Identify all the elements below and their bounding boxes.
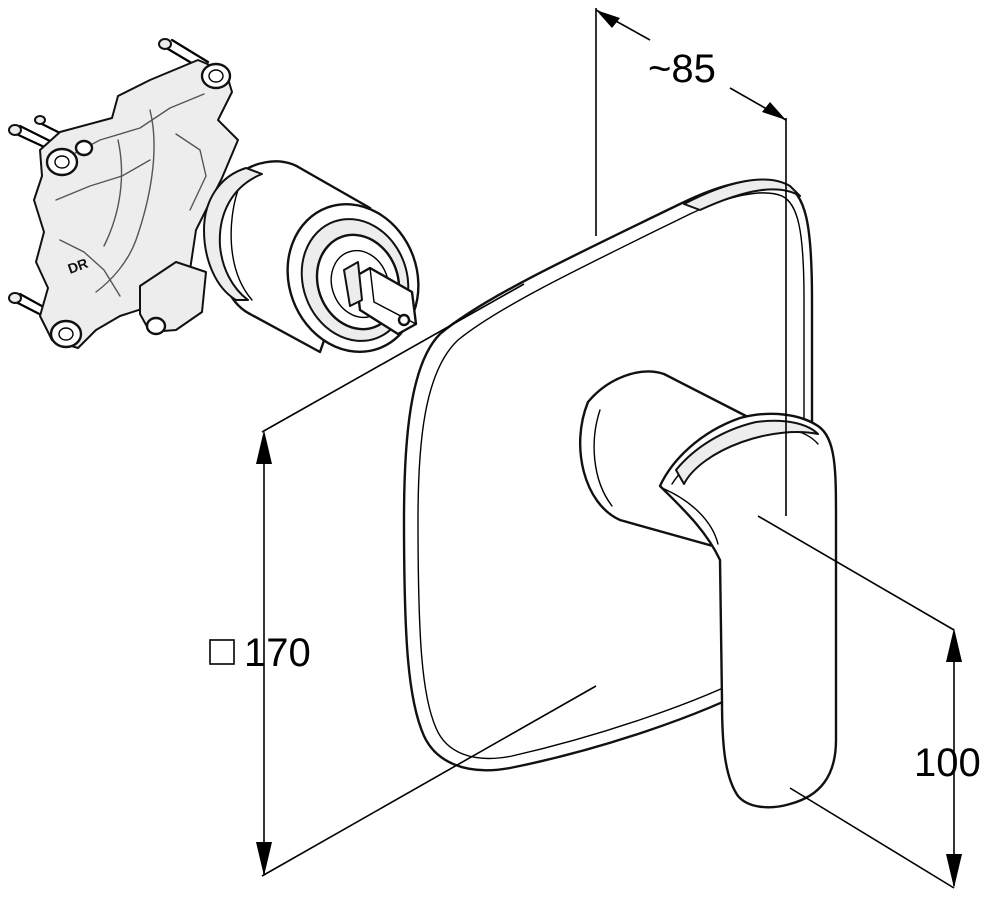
lever-height-dimension-label: 100 <box>914 741 981 785</box>
lever-handle <box>578 370 838 809</box>
lever-blade <box>658 412 838 809</box>
plate-size-dimension-label: 170 <box>244 631 311 675</box>
body-stamp: DR <box>66 255 90 277</box>
dimension-lines <box>256 8 962 889</box>
cartridge-housing <box>203 160 420 354</box>
depth-dimension-label: ~85 <box>648 47 716 91</box>
mounting-pins <box>8 38 210 324</box>
concealed-valve-body: DR <box>8 38 420 354</box>
mounting-screws <box>45 62 232 349</box>
square-dimension-icon <box>209 639 235 665</box>
lower-bracket <box>139 261 207 333</box>
